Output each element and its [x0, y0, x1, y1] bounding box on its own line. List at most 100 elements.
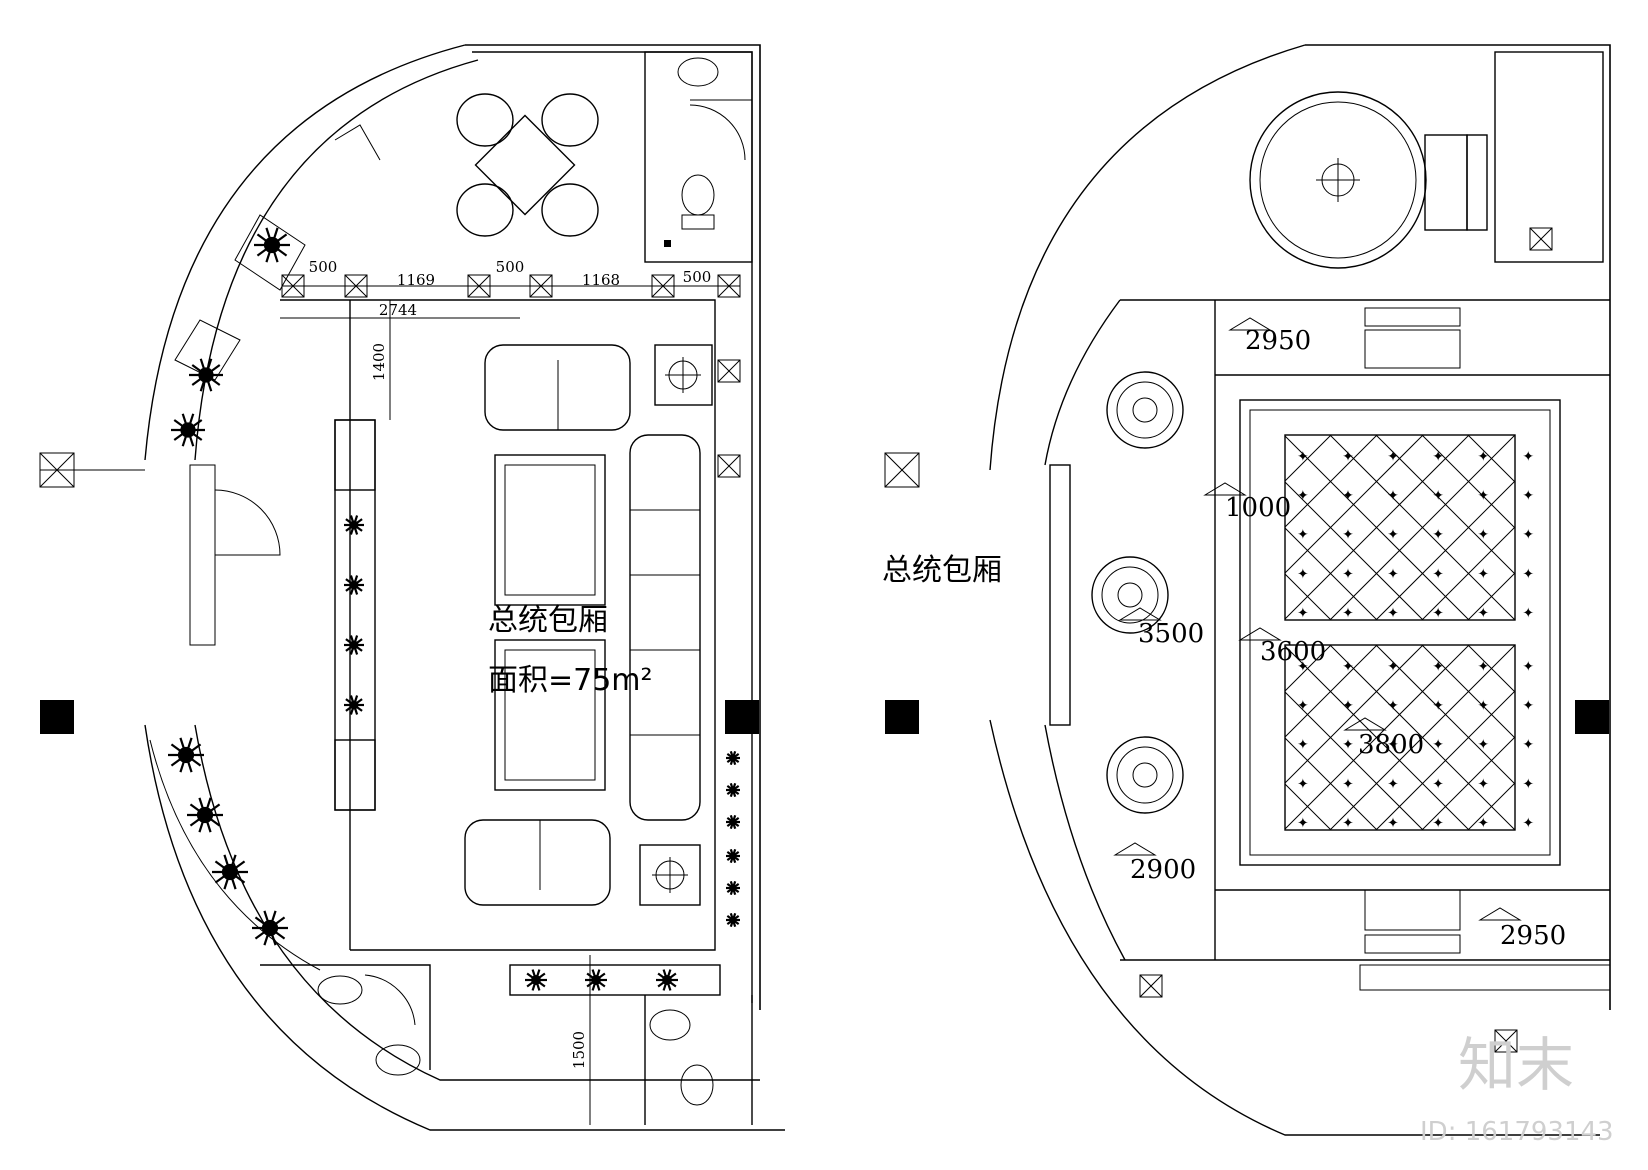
star-light-icon: ✦ — [1297, 527, 1309, 543]
diamond-pattern: ✦ ✦ ✦ ✦ ✦ ✦ ✦ ✦ ✦ ✦ ✦ ✦ ✦ ✦ ✦ ✦ ✦ ✦ ✦ ✦ ✦ ✦ ✦ ✦ ✦ ✦ ✦ ✦ ✦ ✦ ✦ ✦ ✦ ✦ ✦ ✦ ✦ ✦ ✦ ✦… — [1284, 434, 1534, 831]
star-light-icon: ✦ — [1342, 488, 1354, 504]
elev-lower-left: 2900 — [1130, 855, 1196, 885]
star-light-icon: ✦ — [1432, 488, 1444, 504]
right-arc-wall-bottom — [989, 719, 1600, 1136]
plant-icon — [212, 854, 248, 890]
star-light-icon: ✦ — [1297, 449, 1309, 465]
star-light-icon: ✦ — [1297, 659, 1309, 675]
star-light-icon: ✦ — [1522, 776, 1534, 792]
star-light-icon: ✦ — [1432, 527, 1444, 543]
sink-icon-3 — [649, 1009, 691, 1041]
restroom-door-swing-2 — [364, 974, 416, 1026]
star-light-icon: ✦ — [1387, 605, 1399, 621]
star-light-icon: ✦ — [1342, 659, 1354, 675]
elev-left-mid: 3500 — [1138, 619, 1204, 649]
dim-segment-1: 500 — [309, 258, 338, 276]
elev-center-low: 3800 — [1358, 730, 1424, 760]
star-light-icon: ✦ — [1477, 566, 1489, 582]
star-light-icon: ✦ — [1342, 605, 1354, 621]
star-light-icon: ✦ — [1432, 605, 1444, 621]
star-light-icon: ✦ — [1387, 527, 1399, 543]
star-light-icon: ✦ — [1522, 815, 1534, 831]
column-solid-left — [40, 700, 74, 734]
star-light-icon: ✦ — [1432, 449, 1444, 465]
right-room-name: 总统包厢 — [882, 553, 1002, 588]
star-light-icon: ✦ — [1387, 737, 1399, 753]
restroom-bottom-right — [644, 995, 753, 1125]
star-light-icon: ✦ — [1522, 488, 1534, 504]
right-outer-wall — [1305, 44, 1611, 1010]
column-marker-right-plan — [884, 452, 920, 488]
sofa-top — [484, 344, 631, 431]
right-wall-columns — [717, 359, 741, 478]
star-light-icon: ✦ — [1342, 815, 1354, 831]
downlights — [1091, 371, 1184, 814]
star-light-icon: ✦ — [1342, 566, 1354, 582]
plant-icon — [726, 783, 740, 797]
right-plan: ✦ ✦ ✦ ✦ ✦ ✦ ✦ ✦ ✦ ✦ ✦ ✦ ✦ ✦ ✦ ✦ ✦ ✦ ✦ ✦ ✦ ✦ ✦ ✦ ✦ ✦ ✦ ✦ ✦ ✦ ✦ ✦ ✦ ✦ ✦ ✦ ✦ ✦ ✦ ✦… — [882, 44, 1611, 1136]
bar-counter — [334, 419, 376, 811]
star-light-icon: ✦ — [1477, 737, 1489, 753]
star-light-icon: ✦ — [1432, 815, 1444, 831]
left-arc-wall-bottom — [144, 724, 785, 1131]
star-light-icon: ✦ — [1342, 449, 1354, 465]
star-light-icon: ✦ — [1297, 566, 1309, 582]
star-light-icon: ✦ — [1432, 659, 1444, 675]
plant-icon — [585, 969, 607, 991]
star-light-icon: ✦ — [1477, 527, 1489, 543]
right-upper-closet — [1494, 51, 1604, 263]
plant-decorations — [168, 227, 740, 991]
elev-top-right: 2950 — [1245, 326, 1311, 356]
restroom-door-swing — [689, 104, 746, 161]
ceiling-frame-outer — [1239, 399, 1561, 866]
toilet-icon-3 — [680, 1064, 714, 1106]
sink-icon — [677, 57, 719, 87]
star-light-icon: ✦ — [1297, 776, 1309, 792]
left-arc-wall-top — [144, 44, 466, 461]
restroom-top — [644, 51, 753, 263]
side-tables — [639, 344, 713, 906]
star-light-icon: ✦ — [1342, 776, 1354, 792]
dim-segment-3: 500 — [496, 258, 525, 276]
sofa-bottom — [464, 819, 611, 906]
star-light-icon: ✦ — [1387, 698, 1399, 714]
dining-table — [456, 93, 599, 237]
star-light-icon: ✦ — [1477, 698, 1489, 714]
toilet-icon-2 — [317, 975, 363, 1005]
star-light-icon: ✦ — [1522, 566, 1534, 582]
star-light-icon: ✦ — [1477, 488, 1489, 504]
bottom-planter — [509, 964, 721, 996]
column-solid-right-plan-right — [1575, 700, 1609, 734]
star-light-icon: ✦ — [1387, 566, 1399, 582]
star-light-icon: ✦ — [1432, 698, 1444, 714]
column-marker-left — [39, 452, 75, 488]
star-light-icon: ✦ — [1477, 605, 1489, 621]
left-arc-wall-bottom-inner — [194, 724, 760, 1081]
round-ceiling-feature — [1249, 91, 1488, 269]
plant-icon — [726, 815, 740, 829]
right-arc-wall-top — [989, 44, 1306, 471]
plant-icon — [187, 797, 223, 833]
star-light-icon: ✦ — [1522, 527, 1534, 543]
plant-icon — [726, 751, 740, 765]
star-light-icon: ✦ — [1432, 566, 1444, 582]
star-light-icon: ✦ — [1477, 449, 1489, 465]
star-light-icon: ✦ — [1342, 737, 1354, 753]
star-light-icon: ✦ — [1522, 605, 1534, 621]
top-column-row — [281, 274, 741, 298]
right-inner-arc-top — [1044, 299, 1121, 466]
right-inner-arc-bottom — [1044, 724, 1126, 961]
elevation-marks — [1113, 317, 1522, 921]
column-solid-right — [725, 700, 759, 734]
plant-icon — [168, 737, 204, 773]
planter-strip-lower — [149, 739, 321, 971]
entrance-jamb — [189, 464, 216, 646]
star-light-icon: ✦ — [1522, 737, 1534, 753]
plant-icon — [726, 849, 740, 863]
plant-icon — [171, 413, 205, 447]
left-outer-wall — [465, 44, 761, 1010]
vents-bottom — [1359, 889, 1611, 991]
coffee-tables — [494, 454, 606, 791]
star-light-icon: ✦ — [1297, 698, 1309, 714]
